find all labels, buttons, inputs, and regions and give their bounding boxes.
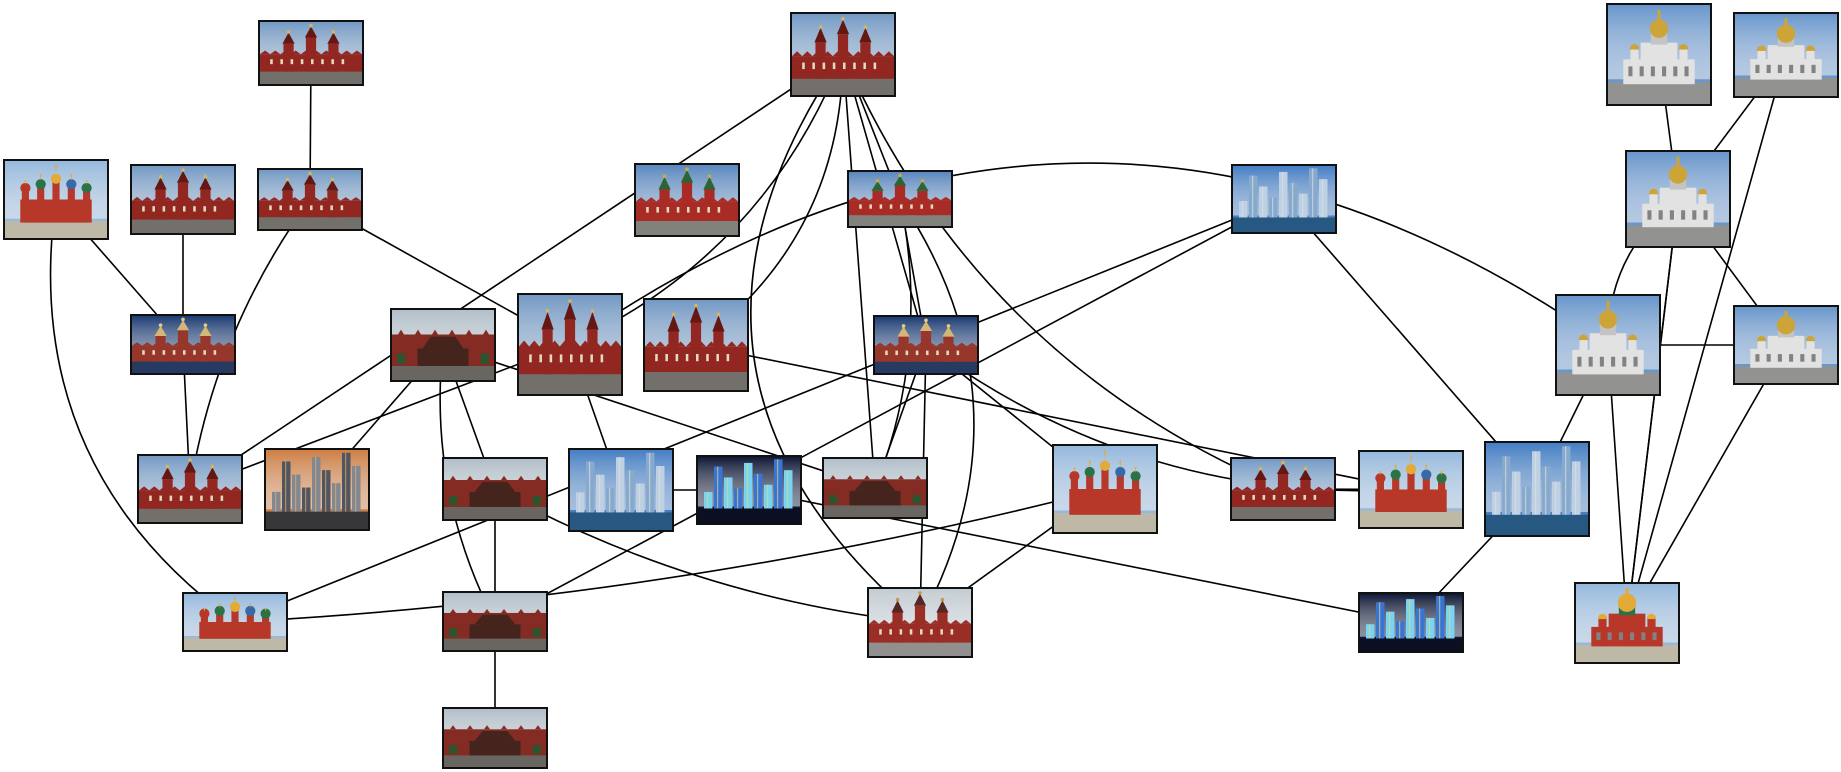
edge-n18-n25 xyxy=(842,54,1284,490)
photo-node-n23[interactable] xyxy=(867,587,973,658)
edge-n24-n8 xyxy=(234,198,1285,623)
photo-node-n25[interactable] xyxy=(1230,457,1336,521)
photo-node-n16[interactable] xyxy=(643,298,749,392)
edge-n31-n35 xyxy=(1626,198,1679,624)
edge-n18-n23 xyxy=(750,54,921,624)
photo-node-n7[interactable] xyxy=(264,448,370,531)
photo-node-n13[interactable] xyxy=(442,707,548,769)
photo-node-n9[interactable] xyxy=(517,293,623,396)
photo-node-n32[interactable] xyxy=(1555,294,1661,396)
photo-node-n15[interactable] xyxy=(568,448,674,532)
photo-node-n35[interactable] xyxy=(1574,582,1680,664)
photo-node-n6[interactable] xyxy=(137,454,243,524)
edge-n19-n23 xyxy=(899,198,975,623)
photo-node-n3[interactable] xyxy=(130,164,236,235)
photo-node-n14[interactable] xyxy=(634,163,740,237)
edge-n30-n34 xyxy=(1626,54,1787,624)
photo-node-n11[interactable] xyxy=(442,457,548,521)
edge-n6-n18 xyxy=(189,53,844,490)
photo-node-n26[interactable] xyxy=(1358,450,1464,529)
photo-node-n28[interactable] xyxy=(1484,441,1590,537)
photo-node-n22[interactable] xyxy=(1052,444,1158,534)
photo-node-n1[interactable] xyxy=(258,20,364,86)
photo-node-n27[interactable] xyxy=(1358,592,1464,653)
photo-node-n29[interactable] xyxy=(1606,3,1712,106)
edge-n18-n21 xyxy=(842,54,876,489)
photo-node-n10[interactable] xyxy=(390,308,496,382)
photo-node-n30[interactable] xyxy=(1733,12,1839,98)
photo-node-n18[interactable] xyxy=(790,12,896,97)
photo-node-n8[interactable] xyxy=(182,592,288,652)
photo-node-n5[interactable] xyxy=(130,314,236,375)
photo-node-n20[interactable] xyxy=(873,315,979,375)
photo-node-n33[interactable] xyxy=(1733,305,1839,385)
photo-node-n17[interactable] xyxy=(696,455,802,525)
edge-n11-n23 xyxy=(494,488,921,624)
edge-n20-n26 xyxy=(925,344,1412,492)
edge-n22-n8 xyxy=(234,488,1106,623)
photo-node-n21[interactable] xyxy=(822,457,928,519)
photo-node-n19[interactable] xyxy=(847,170,953,228)
edge-n2-n8 xyxy=(49,199,236,623)
edge-n10-n21 xyxy=(442,344,876,489)
photo-node-n12[interactable] xyxy=(442,591,548,652)
photo-node-n4[interactable] xyxy=(257,168,363,231)
edge-n24-n12 xyxy=(494,198,1285,623)
node-layer xyxy=(3,3,1839,769)
photo-node-n24[interactable] xyxy=(1231,164,1337,234)
edge-n9-n32 xyxy=(569,162,1609,346)
photo-node-n31[interactable] xyxy=(1625,150,1731,248)
photo-node-n2[interactable] xyxy=(3,159,109,240)
